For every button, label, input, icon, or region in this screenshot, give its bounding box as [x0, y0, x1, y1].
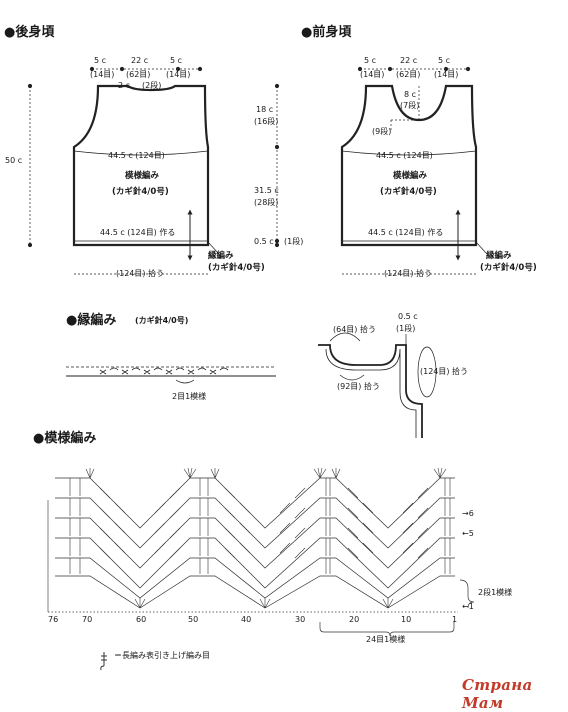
edging-front-pick: (92目) 拾う [337, 382, 380, 391]
back-body: 31.5 c [254, 186, 279, 195]
edging-height-rows: (1段) [396, 324, 416, 333]
back-neck-depth: 2 c [118, 81, 131, 90]
row-label-6: →6 [462, 509, 474, 518]
back-border-label: 縁編み [208, 251, 234, 261]
front-neck-st: (62目) [396, 70, 421, 79]
back-strap-right: 5 c [170, 56, 183, 65]
front-strap-right-st: (14目) [434, 70, 459, 79]
back-pattern-hook: (カギ針4/0号) [112, 187, 169, 197]
x-label-30: 30 [295, 615, 306, 624]
front-width-bottom: 44.5 c (124目) 作る [368, 228, 444, 237]
front-neck-depth-rows: (7段) [400, 101, 420, 110]
x-label-70: 70 [82, 615, 93, 624]
back-edge-rows: (1段) [284, 237, 304, 246]
back-strap-right-st: (14目) [166, 70, 191, 79]
back-strap-left: 5 c [94, 56, 107, 65]
back-armhole: 18 c [256, 105, 274, 114]
back-pattern-label: 模様編み [125, 171, 160, 181]
back-total-height: 50 c [5, 156, 23, 165]
back-outline [72, 84, 210, 247]
front-strap-right: 5 c [438, 56, 451, 65]
edging-hook: (カギ針4/0号) [135, 316, 189, 325]
front-border-hook: (カギ針4/0号) [480, 263, 537, 273]
x-label-40: 40 [241, 615, 252, 624]
pattern-title: ●模様編み [33, 431, 97, 446]
front-neck-depth: 8 c [404, 90, 417, 99]
back-hem-wave [73, 150, 209, 156]
back-bodice [27, 66, 280, 275]
front-neck: 22 c [400, 56, 418, 65]
back-pickup: (124目) 拾う [116, 269, 165, 278]
x-label-76: 76 [48, 615, 59, 624]
front-bodice [340, 66, 487, 275]
x-label-20: 20 [349, 615, 360, 624]
x-label-60: 60 [136, 615, 147, 624]
front-title: ●前身頃 [301, 25, 352, 40]
back-strap-left-st: (14目) [90, 70, 115, 79]
row-repeat: 2段1模様 [478, 588, 513, 597]
legend-text: ＝長編み表引き上げ編み目 [114, 651, 210, 660]
edging-title: ●縁編み [66, 313, 117, 328]
front-pickup: (124目) 拾う [384, 269, 433, 278]
front-width-top: 44.5 c (124目) [376, 151, 433, 160]
edging-repeat: 2目1模様 [172, 392, 207, 401]
row-label-5: ←5 [462, 529, 474, 538]
edging-height: 0.5 c [398, 312, 418, 321]
stitch-chart [47, 467, 475, 671]
back-armhole-rows: (16段) [254, 117, 279, 126]
front-strap-left-st: (14目) [360, 70, 385, 79]
edging-chart [66, 332, 437, 438]
front-strap-left: 5 c [364, 56, 377, 65]
front-border-label: 縁編み [486, 251, 512, 261]
back-neck: 22 c [131, 56, 149, 65]
back-edge: 0.5 c [254, 237, 274, 246]
back-body-rows: (28段) [254, 198, 279, 207]
x-label-50: 50 [188, 615, 199, 624]
back-neck-st: (62目) [126, 70, 151, 79]
back-width-top: 44.5 c (124目) [108, 151, 165, 160]
back-title: ●後身頃 [4, 25, 55, 40]
x-label-1: 1 [452, 615, 458, 624]
stitch-repeat: 24目1模様 [366, 635, 406, 644]
front-pattern-label: 模様編み [393, 171, 428, 181]
row-label-1: ←1 [462, 602, 474, 611]
edging-arm-pick: (124目) 拾う [420, 367, 469, 376]
back-neck-depth-rows: (2段) [142, 81, 162, 90]
x-label-10: 10 [401, 615, 412, 624]
back-border-hook: (カギ針4/0号) [208, 263, 265, 273]
back-width-bottom: 44.5 c (124目) 作る [100, 228, 176, 237]
watermark-logo: Страна Мам [462, 676, 533, 712]
edging-neck-pick: (64目) 拾う [333, 325, 376, 334]
front-hem-wave [341, 150, 477, 156]
front-pattern-hook: (カギ針4/0号) [380, 187, 437, 197]
front-neck-step: (9段) [372, 127, 392, 136]
